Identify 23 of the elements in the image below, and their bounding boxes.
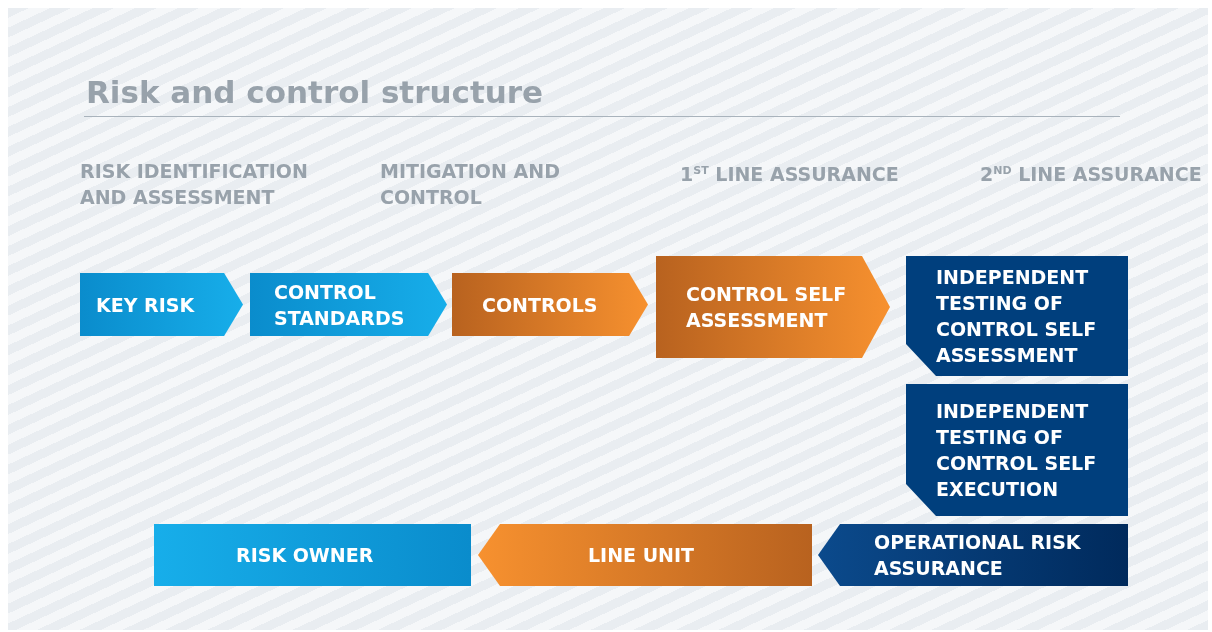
node-label: RISK OWNER — [236, 543, 375, 568]
chevron-box — [818, 524, 1128, 586]
column-heading: MITIGATION AND CONTROL — [380, 159, 561, 210]
column-heading: 2$^{ND}$ LINE ASSURANCE — [980, 162, 1203, 188]
chevron-box — [478, 524, 812, 586]
node-label: INDEPENDENT TESTING OF CONTROL SELF EXECUTION — [936, 399, 1098, 502]
node-label: OPERATIONAL RISK ASSURANCE — [874, 530, 1082, 581]
node-label: INDEPENDENT TESTING OF CONTROL SELF ASSESSMENT — [936, 265, 1098, 368]
column-heading: RISK IDENTIFICATION AND ASSESSMENT — [80, 159, 309, 210]
process-box — [906, 384, 1128, 516]
node-label: CONTROL STANDARDS — [274, 279, 406, 331]
process-box — [154, 524, 471, 586]
column-heading: 1$^{ST}$ LINE ASSURANCE — [680, 162, 900, 188]
process-box — [906, 256, 1128, 376]
chevron-box — [452, 273, 648, 336]
node-label: LINE UNIT — [588, 543, 696, 568]
node-label: CONTROL SELF ASSESSMENT — [686, 282, 848, 333]
chevron-box — [80, 273, 243, 336]
node-label: KEY RISK — [96, 292, 196, 318]
chevron-box — [656, 256, 890, 358]
title: Risk and control structure — [86, 74, 544, 110]
chevron-box — [250, 273, 447, 336]
node-label: CONTROLS — [482, 292, 599, 318]
